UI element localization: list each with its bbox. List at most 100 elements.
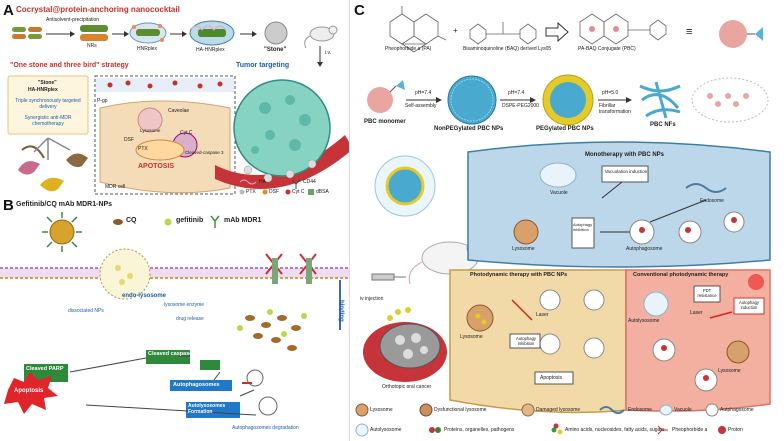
cleaved-caspase-label: Cleaved-caspase 3 xyxy=(185,150,224,155)
oral-tumor xyxy=(363,307,447,382)
vacuole-label: Vacuole xyxy=(550,190,568,196)
nonpegylated-np xyxy=(447,75,497,125)
endosome-icon xyxy=(685,183,727,193)
bird-icon xyxy=(40,177,64,192)
ha-hnrplex-icon xyxy=(189,20,235,46)
caveolae-label: Caveolae xyxy=(168,108,190,114)
endo-lysosome xyxy=(99,248,151,300)
iv-route-label: i.v. xyxy=(325,50,332,56)
legend-pheophorbide: Pheophorbide a xyxy=(672,427,708,433)
tumor-targeting-label: Tumor targeting xyxy=(236,62,290,69)
legend-ha: HA xyxy=(259,179,266,185)
endo-lysosome-label: endo-lysosome xyxy=(122,293,167,299)
mouse-icon xyxy=(304,25,338,49)
bird-icon xyxy=(66,153,88,168)
cq-icon xyxy=(113,219,123,225)
autophagosomes-text: Autophagosomes xyxy=(173,382,220,388)
mdr-cell-box xyxy=(94,75,236,195)
legend-proteins: Proteins, organelles, pathogens xyxy=(444,427,515,433)
pbc-nfs xyxy=(639,81,681,119)
drug-release-label: drug release xyxy=(176,316,204,322)
apoptosis-burst xyxy=(4,372,58,414)
mdr-cell-label: MDR cell xyxy=(105,184,126,190)
pgp-label: P-gp xyxy=(97,98,108,104)
blood-vessel xyxy=(215,135,350,189)
pdt-resistance-label: PDT resistance xyxy=(697,288,717,298)
apoptosis-text: Apoptosis xyxy=(14,388,44,394)
arrow1-ph: pH=7.4 xyxy=(415,90,432,96)
legend-endosome: Endosome xyxy=(628,407,652,413)
autophagosome-label: Autophagosome xyxy=(626,246,663,252)
arrow2-process: DSPE-PEG2000 xyxy=(502,103,539,109)
legend-dsf: DSF xyxy=(269,189,279,195)
autophagosomes-degradation-label: Autophagosomes degradation xyxy=(232,425,299,431)
panel-c-letter: C xyxy=(354,2,365,19)
dsf-label: DSF xyxy=(124,137,134,143)
pdt-laser-label: Laser xyxy=(536,312,549,318)
bird-icon xyxy=(18,145,45,175)
autolysosome-label: Autolysosome xyxy=(628,318,660,324)
legend-cd44: CD44 xyxy=(303,179,316,185)
legend-dbsa: dBSA xyxy=(316,189,329,195)
legend-autphagosome: Autphagosome xyxy=(720,407,754,413)
legend-ptx: PTX xyxy=(246,189,256,195)
pbc-monomer-icon xyxy=(367,80,405,113)
arrow1-process: Self-assembly xyxy=(405,103,437,109)
legend-cytc: Cyt C xyxy=(292,189,305,195)
iv-injection-label: iv injection xyxy=(360,296,384,302)
compound-pbc-label: PA-BAQ Conjugate (PBC) xyxy=(578,46,636,52)
receptor xyxy=(306,258,312,284)
stone-box-item-1: Triple synchronously targeted delivery xyxy=(15,98,81,110)
cytc-label: Cyt C xyxy=(180,130,193,136)
autolysosome-formation-box xyxy=(186,402,240,418)
apoptosis-label: APOTOSIS xyxy=(138,163,175,170)
panel-a-graphic xyxy=(7,20,350,195)
stone-box-title: "Stone" xyxy=(38,80,57,86)
compound-pa-label: Pheophorbide a (PA) xyxy=(385,46,432,52)
autolysosome-formation-text: Autolysosomes Formation xyxy=(188,403,226,415)
pa-structure xyxy=(389,6,447,53)
baq-structure xyxy=(469,22,537,45)
np-label-nrs: NRs xyxy=(87,43,97,49)
pbc-cartoon xyxy=(719,20,763,48)
conv-laser-label: Laser xyxy=(690,310,703,316)
arrow3-ph: pH=5.0 xyxy=(602,90,619,96)
step-antisolvent-label: Antisolvent-precipitation xyxy=(46,17,100,23)
conventional-pdt-title: Conventional photodynamic therapy xyxy=(633,272,729,278)
cleaved-parp-text: Cleaved PARP xyxy=(26,366,64,372)
oral-cancer-label: Orthotopic oral cancer xyxy=(382,384,432,390)
equals-sign: ≡ xyxy=(686,26,693,38)
stone-icon xyxy=(264,21,288,45)
mab-icon xyxy=(210,215,220,228)
legend-autolysosome: Autolysosome xyxy=(370,427,402,433)
cleaved-caspase-text: Cleaved caspase 3 xyxy=(148,351,197,357)
conv-lysosome-label: Lysosome xyxy=(718,368,741,374)
legend-proton: Proton xyxy=(728,427,743,433)
cell-membrane xyxy=(0,267,350,279)
stone-box-item-2: Synergistic anti-MDR chemotherapy xyxy=(24,115,72,127)
panel-c-graphic xyxy=(355,6,771,437)
panel-b-letter: B xyxy=(3,197,14,214)
nanoparticle-icon xyxy=(42,212,82,252)
pbc-monomer-label: PBC monomer xyxy=(364,119,406,125)
dissociated-nps-label: dissociated NPs xyxy=(68,308,104,314)
receptor xyxy=(272,258,278,284)
panel-a-title: Cocrystal@protein-anchoring nanococktail xyxy=(16,5,180,14)
plus-sign: + xyxy=(453,26,458,35)
nrs-icon xyxy=(80,25,108,41)
arrow3-process: Fibrillar transformation xyxy=(599,103,631,115)
nanorod-mixture-icon xyxy=(12,27,42,39)
lysosome-icon xyxy=(513,219,539,245)
syringe-icon xyxy=(371,273,406,281)
binding-label: binding xyxy=(338,300,344,322)
stone-box xyxy=(7,75,89,135)
autophagy-induction-label: Autophagy induction xyxy=(738,300,760,310)
monotherapy-title: Monotherapy with PBC NPs xyxy=(585,152,665,158)
pegylated-label: PEGylated PBC NPs xyxy=(536,126,594,132)
vacuole-icon xyxy=(539,162,577,188)
strategy-label: "One stone and three bird" strategy xyxy=(10,62,129,69)
lysosome-enzyme-label: lysosome enzyme xyxy=(164,302,205,308)
panel-a-letter: A xyxy=(3,2,14,19)
gefitinib-icon xyxy=(164,218,172,226)
legend-dysfunctional-lysosome: Dysfunctional lysosome xyxy=(434,407,487,413)
